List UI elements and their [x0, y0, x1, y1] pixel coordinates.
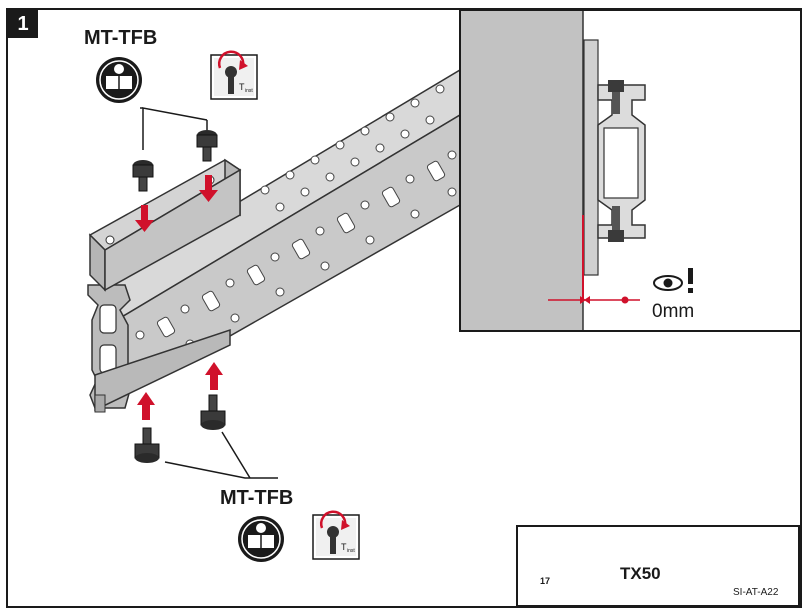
reference-code: SI-AT-A22: [733, 587, 779, 598]
gap-value-label: 0mm: [652, 301, 695, 322]
svg-text:T: T: [341, 542, 347, 552]
insert-arrows-up: [137, 362, 223, 420]
insert-arrows-down: [135, 175, 218, 232]
step-number-badge: 1: [8, 10, 38, 38]
top-angle-bracket: [88, 158, 242, 292]
top-leader-lines: [140, 107, 208, 150]
tools-panel: [516, 525, 800, 607]
wall-section: [461, 11, 583, 330]
product-label-top: MT-TFB: [84, 27, 158, 49]
top-screw-right: [196, 130, 218, 162]
read-manual-icon-top: [96, 57, 142, 103]
eye-check-icon: [653, 268, 693, 293]
torx-size-label: TX50: [620, 564, 661, 583]
read-manual-icon-bottom: [238, 516, 284, 562]
torque-wrench-icon-top: T: [210, 50, 258, 100]
torque-wrench-icon-bottom: T: [312, 510, 360, 560]
torque-subscript-bottom: inst: [347, 548, 355, 554]
detail-inset: [459, 9, 802, 332]
bottom-screw-right: [200, 394, 226, 430]
bottom-screw-left: [134, 427, 160, 463]
hex-size-label: 17: [540, 576, 551, 586]
torque-subscript-top: inst: [245, 88, 253, 94]
top-screw-left: [132, 160, 154, 192]
svg-text:T: T: [239, 82, 245, 92]
bottom-angle-bracket: [94, 328, 231, 413]
bottom-leader-lines: [164, 431, 278, 479]
product-label-bottom: MT-TFB: [220, 487, 294, 509]
